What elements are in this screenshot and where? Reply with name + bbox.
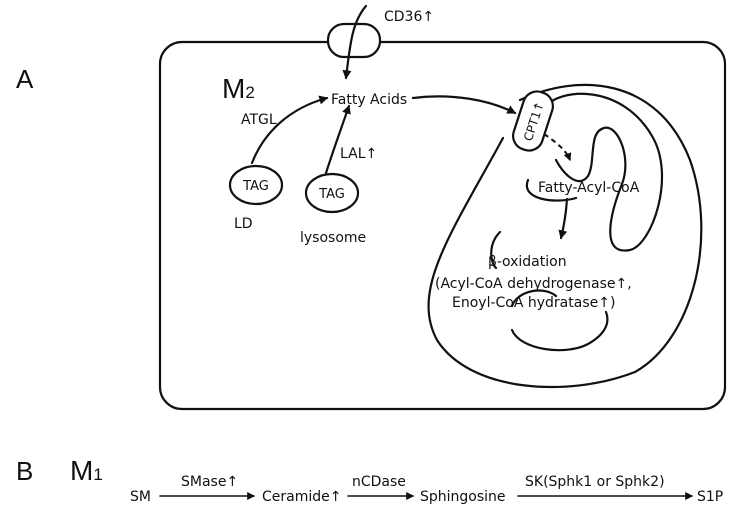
enzymes-line-1: (Acyl-CoA dehydrogenase↑, <box>435 276 632 292</box>
facoa-to-beta-arrow <box>558 197 569 240</box>
smase-label: SMase↑ <box>181 474 238 490</box>
beta-oxidation-label: β-oxidation <box>488 254 567 270</box>
s1p-label: S1P <box>697 489 723 505</box>
sphingosine-label: Sphingosine <box>420 489 506 505</box>
lal-arrow <box>324 104 351 175</box>
cell-type-label: M2 <box>222 73 255 104</box>
tag-lysosome-ellipse <box>304 172 360 214</box>
lysosome-label: lysosome <box>300 230 366 246</box>
panel-b-cell-type: M1 <box>70 455 103 486</box>
cd36-transporter <box>326 4 382 80</box>
sm-label: SM <box>130 489 151 505</box>
tag-ld-ellipse <box>228 164 284 206</box>
cd36-label: CD36↑ <box>384 9 434 25</box>
cpt1-to-facoa-arrow <box>543 133 572 162</box>
panel-a-letter: A <box>16 64 34 94</box>
ncdase-label: nCDase <box>352 474 406 490</box>
atgl-label: ATGL <box>241 112 277 128</box>
panel-b-letter: B <box>16 456 33 486</box>
panel-b-cell-subscript: 1 <box>93 465 102 484</box>
ceramide-label: Ceramide↑ <box>262 489 341 505</box>
cell-type-subscript: 2 <box>245 83 254 102</box>
cpt1-transporter: CPT1↑ <box>512 90 554 152</box>
tag-ld-label: TAG <box>242 179 269 194</box>
enzymes-line-2: Enoyl-CoA hydratase↑) <box>452 295 615 311</box>
ld-label: LD <box>234 216 253 232</box>
cell-type-letter: M <box>222 73 245 104</box>
atgl-arrow <box>250 95 329 165</box>
fatty-acids-label: Fatty Acids <box>331 92 407 108</box>
tag-lysosome-label: TAG <box>318 187 345 202</box>
panel-b-cell-letter: M <box>70 455 93 486</box>
fa-to-cpt1-arrow <box>411 95 517 115</box>
lal-label: LAL↑ <box>340 146 377 162</box>
fatty-acyl-coa-label: Fatty-Acyl-CoA <box>538 180 640 196</box>
cell-membrane <box>158 40 727 411</box>
sk-label: SK(Sphk1 or Sphk2) <box>525 474 665 490</box>
mitochondrion-outer-membrane <box>427 83 703 389</box>
mitochondrion-cristae <box>490 92 663 352</box>
